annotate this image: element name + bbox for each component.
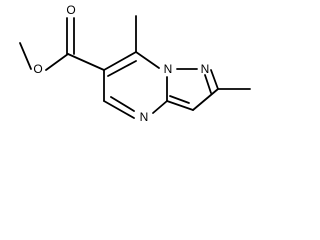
bond-ring-bottom-left	[103, 100, 135, 119]
pyrazole-nitrogen-label: N	[201, 62, 210, 76]
bond-ring-top-right	[135, 51, 160, 69]
bond-ring-left-top-inner	[107, 60, 137, 77]
bond-pyrazole-bottom-inner	[169, 95, 190, 104]
ester-oxygen-label: O	[33, 62, 42, 76]
atom-label-layer: O O N N N	[33, 3, 209, 124]
carbonyl-oxygen-label: O	[66, 3, 75, 17]
bond-pyrazole-n-c	[210, 69, 219, 90]
structure-canvas: O O N N N	[19, 3, 251, 125]
bond-pyrazole-right-to-bottom	[192, 88, 219, 111]
bond-carbonyl-to-ring-carbon	[67, 53, 105, 71]
chemical-structure: O O N N N	[19, 3, 251, 124]
bond-methyl-to-ester-oxygen	[19, 42, 32, 70]
bond-ring-bottom-right	[152, 100, 168, 114]
bond-ring-left-top	[103, 51, 137, 71]
bond-ester-oxygen-to-carbonyl-carbon	[45, 53, 69, 71]
bond-ring-bottom-left-inner	[110, 96, 135, 112]
bond-layer	[19, 15, 251, 119]
bond-pyrazole-bottom-to-left	[166, 100, 194, 111]
bond-pyrazole-n-c-inner	[204, 74, 212, 94]
bridgehead-nitrogen-label: N	[164, 62, 173, 76]
ring-nitrogen-label: N	[140, 110, 149, 124]
